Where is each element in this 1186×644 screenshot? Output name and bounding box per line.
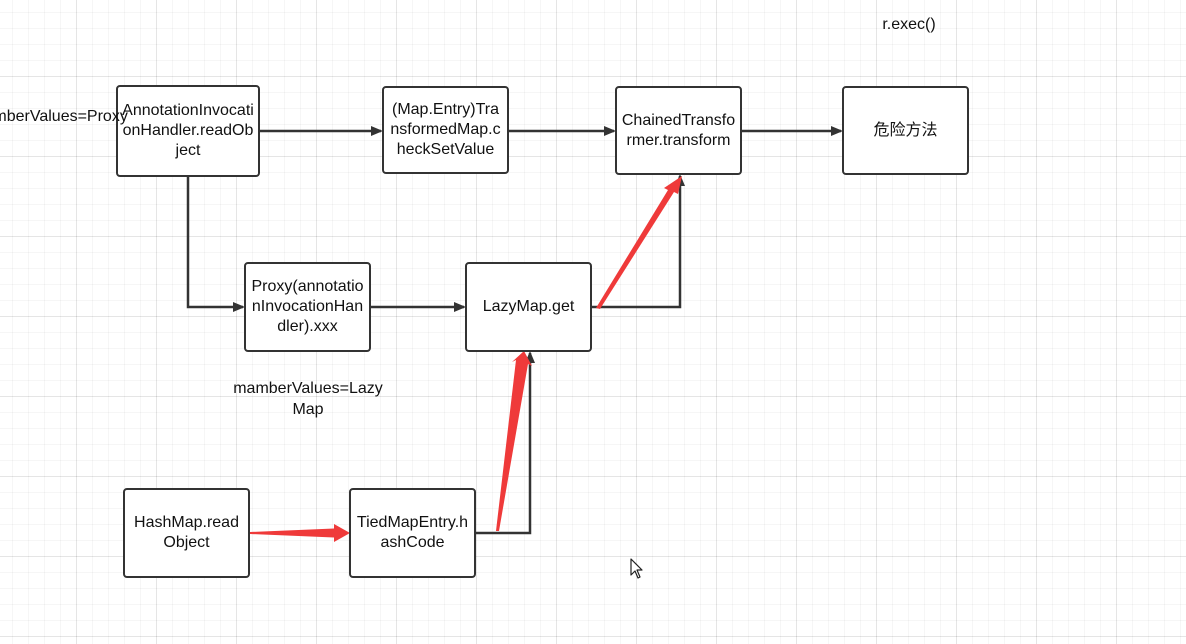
highlight-arrow-lazymap-to-chained (596, 176, 682, 309)
node-chained-transformer[interactable]: ChainedTransformer.transform (615, 86, 742, 175)
node-hashmap-readobject-label: HashMap.readObject (134, 514, 239, 551)
node-transformed-map-check[interactable]: (Map.Entry)TransformedMap.checkSetValue (382, 86, 509, 174)
node-lazymap-get[interactable]: LazyMap.get (465, 262, 592, 352)
edge-annotation-to-proxy (186, 176, 245, 312)
node-annotation-invocation-handler[interactable]: AnnotationInvocationHandler.readObject (116, 85, 260, 177)
node-hashmap-readobject[interactable]: HashMap.readObject (123, 488, 250, 578)
node-danger-method-label: 危险方法 (873, 121, 938, 139)
node-danger-method[interactable]: 危险方法 (842, 86, 969, 175)
node-transformed-map-check-label: (Map.Entry)TransformedMap.checkSetValue (390, 101, 501, 158)
node-lazymap-get-label: LazyMap.get (482, 298, 575, 315)
label-member-values-lazymap: mamberValues=LazyMap (233, 380, 383, 418)
highlight-arrow-tiedmapentry-to-lazymap (496, 351, 532, 531)
node-proxy[interactable]: Proxy(annotationInvocationHandler).xxx (244, 262, 371, 352)
label-member-values-proxy: memberValues=Proxy (0, 108, 128, 125)
edge-lazymap-to-chained (592, 174, 685, 309)
node-tiedmapentry-hashcode[interactable]: TiedMapEntry.hashCode (349, 488, 476, 578)
node-chained-transformer-label: ChainedTransformer.transform (621, 111, 736, 149)
label-exec: r.exec() (882, 16, 936, 33)
node-proxy-label: Proxy(annotationInvocationHandler).xxx (251, 278, 364, 335)
edge-tiedmapentry-to-lazymap (476, 351, 535, 535)
highlight-arrow-hashmap-to-tiedmapentry (250, 524, 350, 542)
mouse-pointer-icon (630, 558, 643, 579)
node-tiedmapentry-hashcode-label: TiedMapEntry.hashCode (356, 514, 469, 551)
node-annotation-invocation-handler-label: AnnotationInvocationHandler.readObject (122, 102, 254, 159)
